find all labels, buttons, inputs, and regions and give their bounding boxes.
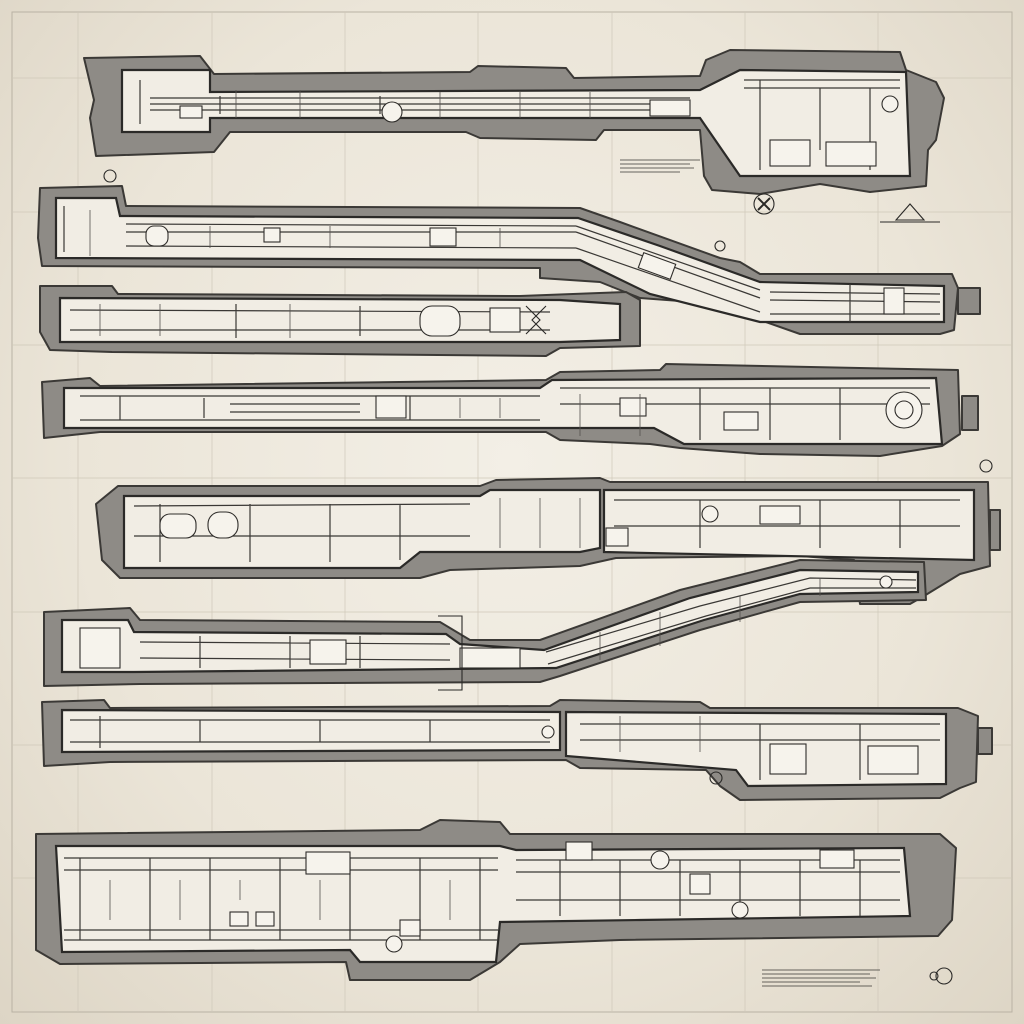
tunnel-section-6 [43, 559, 927, 691]
tunnel-section-7 [41, 699, 993, 801]
tunnel-section-1 [83, 49, 945, 195]
tunnel-section-2 [37, 185, 959, 335]
valve-symbol-icon [880, 203, 940, 223]
legend-block [620, 159, 880, 987]
grid-reference-icon [103, 169, 993, 985]
compass-icon [753, 193, 775, 215]
tunnel-section-3 [39, 285, 981, 357]
tunnel-section-4 [41, 363, 979, 457]
tunnel-section-8 [35, 819, 957, 981]
tunnel-section-5 [95, 477, 1001, 605]
